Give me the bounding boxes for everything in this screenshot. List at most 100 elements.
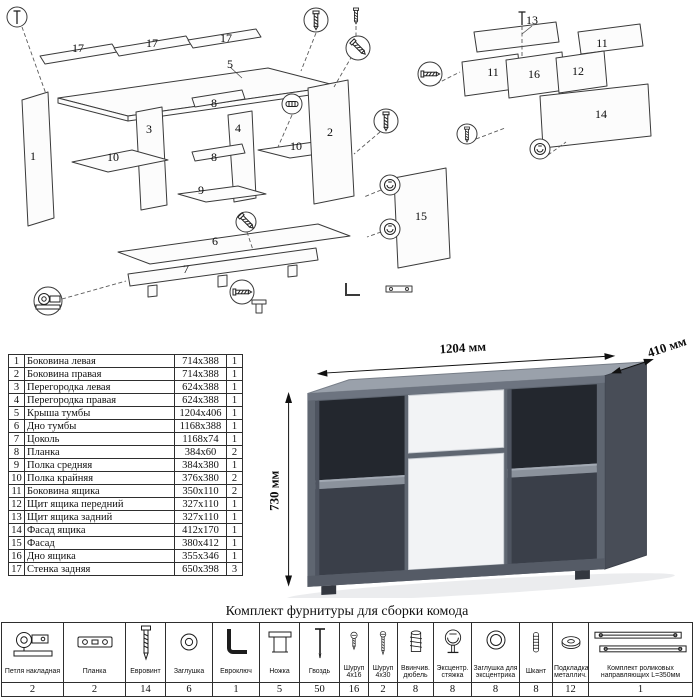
- hw-item-qty: 50: [299, 682, 340, 697]
- cam-lock-icon: [534, 143, 546, 155]
- part-qty: 2: [226, 484, 243, 498]
- diagram-label: 11: [596, 36, 608, 50]
- parts-table-row: 14 Фасад ящика 412x170 1: [8, 523, 243, 537]
- door-front: [408, 452, 505, 571]
- cam-lock-icon: [444, 629, 461, 653]
- hw-item-label: Шкант: [519, 662, 553, 683]
- leader-lines: [21, 26, 567, 300]
- hw-item-label: Шуруп 4x16: [339, 662, 369, 683]
- part-number: 15: [8, 536, 25, 550]
- panel-side-right-2: [307, 79, 355, 205]
- part-number: 2: [8, 367, 25, 381]
- part-qty: 1: [226, 367, 243, 381]
- panel-drawer-back-13: [473, 21, 560, 53]
- part-qty: 1: [226, 536, 243, 550]
- part-number: 16: [8, 549, 25, 563]
- part-qty: 1: [226, 380, 243, 394]
- part-qty: 1: [226, 393, 243, 407]
- cabinet-panels: [21, 21, 652, 314]
- parts-table-row: 3 Перегородка левая 624x388 1: [8, 380, 243, 394]
- parts-table-row: 7 Цоколь 1168x74 1: [8, 432, 243, 446]
- part-number: 8: [8, 445, 25, 459]
- part-number: 6: [8, 419, 25, 433]
- hw-icon-cell: [299, 622, 340, 663]
- parts-table-row: 6 Дно тумбы 1168x388 1: [8, 419, 243, 433]
- hw-item-label: Заглушка: [165, 662, 213, 683]
- parts-table-row: 5 Крыша тумбы 1204x406 1: [8, 406, 243, 420]
- part-qty: 2: [226, 445, 243, 459]
- euroscrew-icon: [382, 111, 390, 132]
- diagram-label: 17: [72, 41, 84, 55]
- panel-plinth-7: [127, 247, 319, 287]
- hw-item-qty: 1: [588, 682, 693, 697]
- plate-detail: [385, 285, 413, 293]
- hw-item-qty: 8: [433, 682, 472, 697]
- hw-item-label: Эксцентр. стяжка: [433, 662, 472, 683]
- panel-drawer-facade-14: [539, 83, 652, 149]
- part-name: Боковина правая: [24, 367, 175, 381]
- hw-item-label: Заглушка для эксцентрика: [471, 662, 520, 683]
- parts-table-row: 17 Стенка задняя 650x398 3: [8, 562, 243, 576]
- part-name: Фасад ящика: [24, 523, 175, 537]
- diagram-label: 9: [198, 183, 204, 197]
- hw-item-qty: 2: [1, 682, 64, 697]
- hw-icon-cell: [63, 622, 126, 663]
- diagram-label: 11: [487, 65, 499, 79]
- nail-icon: [315, 627, 325, 658]
- hw-item-qty: 6: [165, 682, 213, 697]
- part-name: Боковина ящика: [24, 484, 175, 498]
- parts-table-row: 4 Перегородка правая 624x388 1: [8, 393, 243, 407]
- part-name: Фасад: [24, 536, 175, 550]
- leg-detail: [251, 299, 267, 305]
- part-name: Щит ящика передний: [24, 497, 175, 511]
- hw-item-label: Петля накладная: [1, 662, 64, 683]
- part-name: Щит ящика задний: [24, 510, 175, 524]
- part-qty: 1: [226, 497, 243, 511]
- part-name: Дно тумбы: [24, 419, 175, 433]
- euroscrew-icon: [312, 10, 320, 31]
- panel-partition-4: [227, 110, 257, 203]
- parts-table-row: 1 Боковина левая 714x388 1: [8, 354, 243, 368]
- part-name: Планка: [24, 445, 175, 459]
- hw-icon-cell: [1, 622, 64, 663]
- hw-item-qty: 16: [339, 682, 369, 697]
- part-name: Дно ящика: [24, 549, 175, 563]
- parts-table-row: 10 Полка крайняя 376x380 2: [8, 471, 243, 485]
- part-qty: 1: [226, 406, 243, 420]
- part-size: 350x110: [174, 484, 227, 498]
- parts-table-row: 8 Планка 384x60 2: [8, 445, 243, 459]
- hw-item-qty: 5: [259, 682, 300, 697]
- hw-item-qty: 12: [552, 682, 589, 697]
- dowel-bush-icon: [409, 630, 422, 652]
- part-number: 13: [8, 510, 25, 524]
- hw-item-label: Ножка: [259, 662, 300, 683]
- diagram-label: 10: [290, 139, 302, 153]
- parts-table: 1 Боковина левая 714x388 1 2 Боковина пр…: [8, 354, 243, 576]
- part-name: Полка крайняя: [24, 471, 175, 485]
- part-qty: 1: [226, 458, 243, 472]
- hardware-table: Петля накладная Планка Евровинт Заглушка…: [1, 622, 693, 697]
- screw-long-icon: [379, 630, 387, 656]
- hw-icon-cell: [339, 622, 369, 663]
- hw-icon-cell: [165, 622, 213, 663]
- part-number: 1: [8, 354, 25, 368]
- part-size: 1204x406: [174, 406, 227, 420]
- diagram-label: 13: [526, 13, 538, 27]
- hinge-icon: [13, 631, 52, 657]
- hw-icon-cell: [368, 622, 398, 663]
- part-qty: 2: [226, 471, 243, 485]
- height-dimension: 730 мм: [268, 471, 282, 511]
- euroscrew-icon: [232, 288, 253, 296]
- part-name: Цоколь: [24, 432, 175, 446]
- hw-item-label: Шуруп 4x30: [368, 662, 398, 683]
- hw-item-qty: 14: [125, 682, 166, 697]
- hw-item-label: Планка: [63, 662, 126, 683]
- part-size: 412x170: [174, 523, 227, 537]
- panel-drawer-side-11r: [577, 23, 644, 55]
- diagram-label: 17: [146, 36, 158, 50]
- parts-table-row: 15 Фасад 380x412 1: [8, 536, 243, 550]
- panel-drawer-front-12: [555, 50, 608, 94]
- hexkey-icon: [227, 628, 247, 654]
- hw-item-qty: 2: [63, 682, 126, 697]
